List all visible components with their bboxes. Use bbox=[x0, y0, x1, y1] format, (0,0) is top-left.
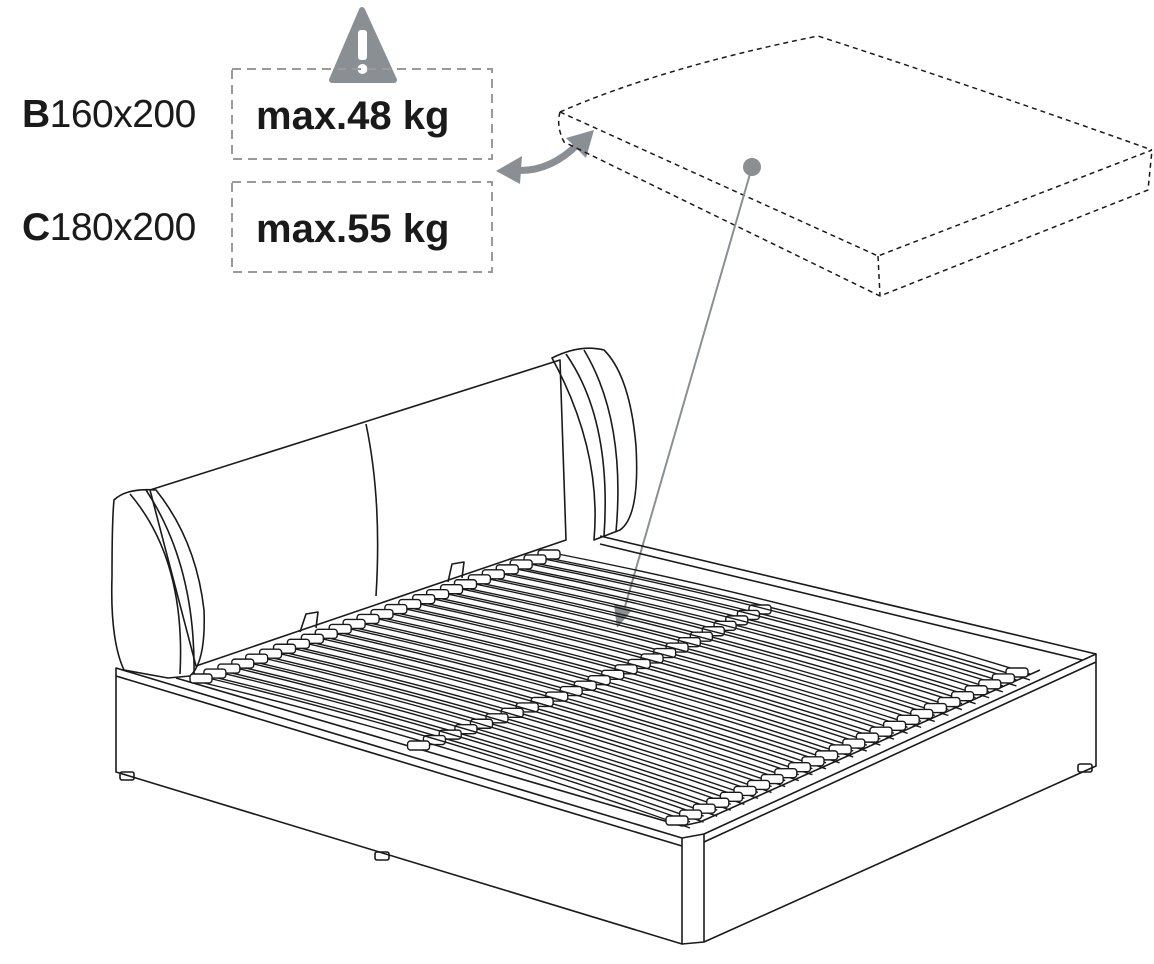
max-load-b: max.48 kg bbox=[256, 94, 450, 138]
slat bbox=[408, 606, 895, 740]
label-box-c bbox=[231, 181, 493, 273]
size-code-b: B bbox=[22, 93, 50, 136]
slat bbox=[422, 601, 908, 734]
slat bbox=[227, 665, 718, 811]
slat bbox=[311, 641, 800, 782]
slat bbox=[213, 670, 704, 817]
slat bbox=[283, 651, 772, 794]
warning-triangle-icon bbox=[329, 7, 397, 83]
slat bbox=[297, 646, 786, 788]
mattress-outline bbox=[557, 35, 1153, 297]
slat bbox=[422, 595, 908, 728]
size-label-b: B160x200 bbox=[22, 93, 196, 137]
slat bbox=[241, 660, 732, 805]
slat bbox=[408, 600, 895, 734]
slat bbox=[478, 576, 963, 705]
slat bbox=[547, 551, 1031, 675]
size-label-c: C180x200 bbox=[22, 206, 196, 250]
slat bbox=[297, 640, 786, 782]
headboard bbox=[110, 347, 638, 679]
slat bbox=[325, 630, 813, 770]
slat-group bbox=[189, 549, 1031, 829]
slat bbox=[269, 650, 759, 794]
slat bbox=[492, 571, 976, 699]
slat bbox=[199, 675, 691, 823]
slat bbox=[339, 625, 827, 764]
slat-holder bbox=[189, 673, 213, 684]
slat bbox=[436, 590, 922, 723]
slat bbox=[478, 582, 963, 711]
slat bbox=[325, 636, 813, 776]
size-code-c: C bbox=[22, 206, 50, 249]
slat bbox=[241, 666, 732, 811]
slat bbox=[506, 572, 990, 699]
slat bbox=[506, 566, 990, 693]
size-dimensions-c: 180x200 bbox=[49, 206, 197, 249]
slat bbox=[450, 586, 936, 717]
slat bbox=[394, 605, 881, 740]
slat bbox=[520, 561, 1004, 687]
label-box-b bbox=[231, 68, 493, 160]
slat bbox=[450, 592, 936, 723]
slat-holder bbox=[406, 740, 431, 751]
size-dimensions-b: 160x200 bbox=[49, 93, 197, 136]
slat bbox=[533, 562, 1017, 687]
slat bbox=[464, 587, 949, 717]
slat bbox=[255, 655, 745, 799]
slat bbox=[199, 681, 691, 829]
slat bbox=[520, 567, 1004, 693]
slat bbox=[269, 656, 759, 800]
slat bbox=[436, 596, 922, 729]
slat bbox=[283, 645, 772, 788]
slat bbox=[255, 661, 745, 805]
bed-frame bbox=[115, 535, 1097, 945]
slat bbox=[227, 671, 718, 817]
slat bbox=[547, 557, 1031, 681]
slat bbox=[464, 581, 949, 711]
slat-holder bbox=[665, 815, 689, 826]
curved-double-arrow-icon bbox=[496, 130, 594, 184]
slat bbox=[492, 577, 976, 705]
slat bbox=[533, 556, 1017, 681]
max-load-c: max.55 kg bbox=[256, 207, 450, 251]
slat bbox=[213, 676, 704, 823]
slat bbox=[311, 635, 800, 776]
